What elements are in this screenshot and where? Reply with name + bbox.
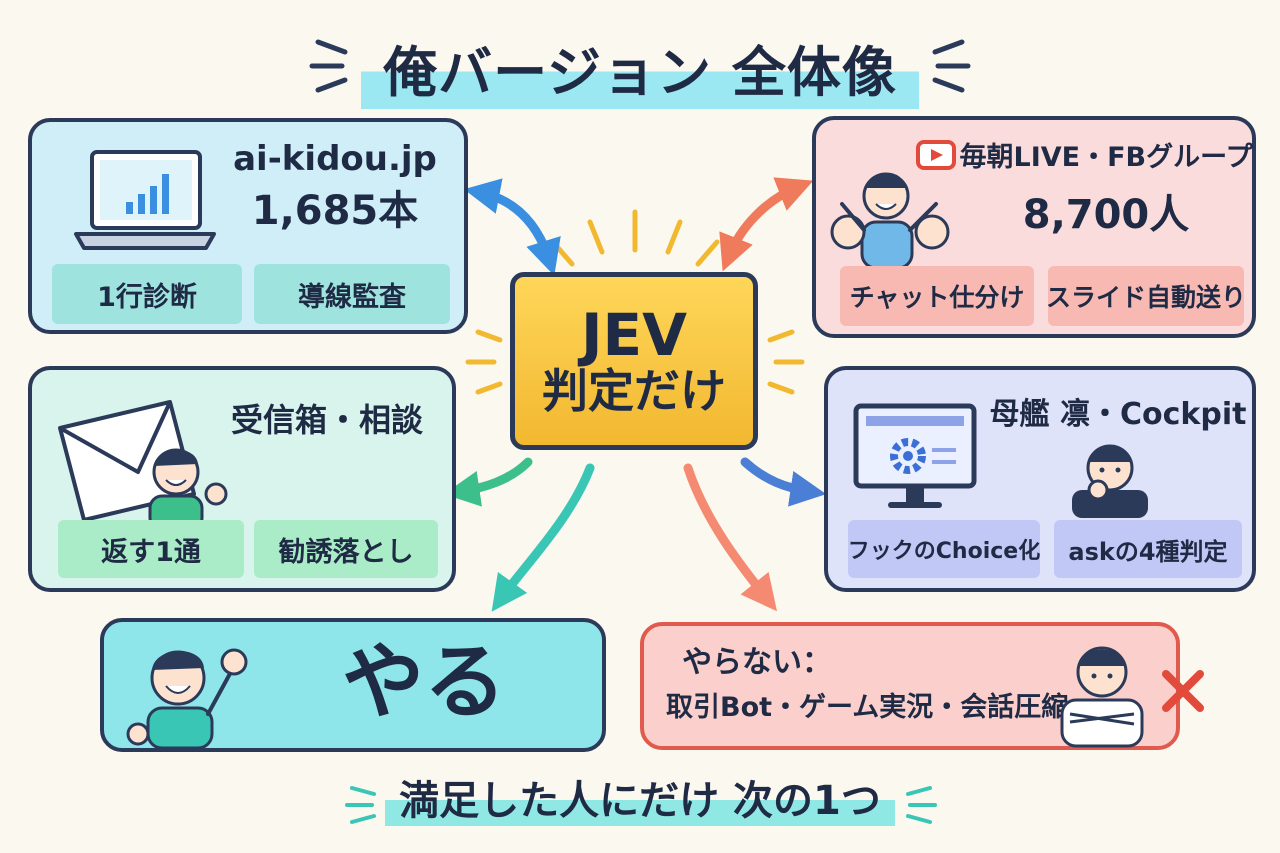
arrow-center-cockpit bbox=[740, 457, 827, 507]
arrow-center-live bbox=[719, 177, 814, 272]
center-judge-label: 判定だけ bbox=[542, 364, 726, 419]
arrow-center-dont bbox=[683, 463, 777, 612]
chip-drop-solicitations: 勧誘落とし bbox=[254, 520, 438, 578]
bottom-caption: 満足した人にだけ 次の1つ bbox=[0, 768, 1280, 826]
dont-items: 取引Bot・ゲーム実況・会話圧縮 bbox=[666, 692, 1069, 723]
chip-ask-four-types: askの4種判定 bbox=[1054, 520, 1242, 578]
person-fist-pump-icon bbox=[126, 648, 248, 750]
laptop-chart-icon bbox=[74, 150, 216, 250]
envelope-icon bbox=[58, 400, 196, 522]
bottom-sparkles bbox=[345, 786, 937, 824]
burst-rays bbox=[465, 209, 805, 395]
people-cheering-icon bbox=[830, 172, 950, 270]
page-title: 俺バージョン 全体像 bbox=[0, 26, 1280, 109]
arrow-center-site bbox=[463, 178, 561, 276]
panel-live: 毎朝LIVE・FBグループ 8,700人 チャット仕分け スライド自動送り bbox=[812, 116, 1256, 338]
arrow-center-inbox bbox=[443, 457, 533, 507]
page-title-text: 俺バージョン 全体像 bbox=[361, 26, 919, 109]
chip-one-line-diagnosis: 1行診断 bbox=[52, 264, 242, 324]
chip-hook-choice: フックのChoice化 bbox=[848, 520, 1040, 578]
panel-dont: やらない： 取引Bot・ゲーム実況・会話圧縮 bbox=[640, 622, 1180, 750]
chip-reply-one: 返す1通 bbox=[58, 520, 244, 578]
person-arms-crossed-icon bbox=[1060, 646, 1144, 748]
dont-heading: やらない： bbox=[682, 645, 832, 680]
panel-do: やる bbox=[100, 618, 606, 752]
person-thinking-icon bbox=[1072, 444, 1148, 518]
inbox-title: 受信箱・相談 bbox=[230, 401, 423, 439]
cockpit-title: 母艦 凛・Cockpit bbox=[989, 397, 1247, 432]
arrow-center-do bbox=[491, 463, 595, 612]
panel-inbox: 受信箱・相談 返す1通 勧誘落とし bbox=[28, 366, 456, 592]
person-smiling-icon bbox=[148, 448, 228, 530]
do-label: やる bbox=[341, 635, 506, 730]
live-title: 毎朝LIVE・FBグループ bbox=[959, 142, 1253, 173]
monitor-gear-icon bbox=[853, 403, 977, 508]
chip-slide-auto-advance: スライド自動送り bbox=[1046, 266, 1246, 326]
live-count: 8,700人 bbox=[1022, 192, 1190, 238]
bottom-caption-text: 満足した人にだけ 次の1つ bbox=[385, 768, 895, 826]
site-title: ai-kidou.jp bbox=[233, 139, 437, 179]
title-sparkles bbox=[309, 39, 971, 93]
cross-mark-icon bbox=[1162, 670, 1204, 712]
center-jev-label: JEV bbox=[580, 301, 688, 370]
youtube-play-icon bbox=[916, 140, 956, 170]
panel-site: ai-kidou.jp 1,685本 1行診断 導線監査 bbox=[28, 118, 468, 334]
chip-chat-sorting: チャット仕分け bbox=[840, 266, 1034, 326]
panel-cockpit: 母艦 凛・Cockpit フックのChoice化 askの4種判定 bbox=[824, 366, 1256, 592]
center-jev-box: JEV 判定だけ bbox=[510, 272, 758, 450]
chip-funnel-audit: 導線監査 bbox=[254, 264, 450, 324]
site-count: 1,685本 bbox=[251, 188, 419, 234]
